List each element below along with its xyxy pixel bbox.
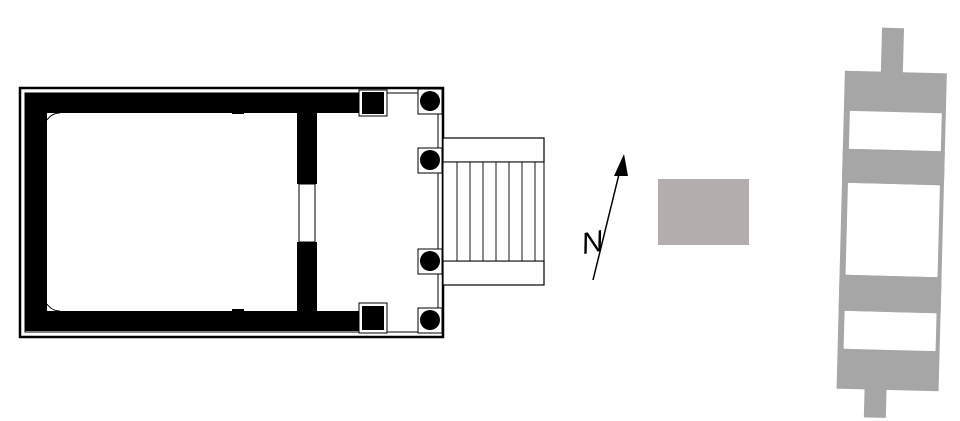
north-arrow-head bbox=[614, 154, 628, 176]
neighbor-block bbox=[658, 179, 749, 245]
wall-notch bbox=[232, 111, 244, 114]
stair-run bbox=[442, 161, 545, 262]
stair-treads bbox=[456, 162, 536, 261]
building-inner-outline bbox=[24, 92, 439, 333]
distant-building-gap bbox=[848, 110, 942, 152]
corner-column bbox=[362, 92, 384, 114]
stair-balustrade-lower bbox=[442, 260, 545, 286]
distant-building-gap bbox=[843, 310, 937, 352]
distant-building-spire-top bbox=[880, 27, 905, 77]
door-opening bbox=[298, 183, 316, 243]
north-arrow-icon: N bbox=[579, 154, 628, 281]
distant-building-spire-bottom bbox=[863, 383, 887, 418]
wall-notch bbox=[232, 309, 244, 312]
porch-column bbox=[420, 251, 440, 271]
entrance-stairs bbox=[442, 137, 545, 286]
stair-balustrade-upper bbox=[442, 137, 545, 163]
distant-building-band bbox=[838, 274, 942, 314]
distant-building-gap bbox=[845, 182, 940, 278]
porch-column bbox=[420, 150, 440, 170]
porch-column bbox=[420, 91, 440, 111]
wall-partition-lower bbox=[297, 242, 317, 314]
corner-column bbox=[362, 306, 384, 330]
main-building bbox=[18, 86, 445, 339]
north-arrow-label: N bbox=[579, 225, 606, 261]
distant-building-band bbox=[841, 148, 945, 186]
wall-partition-upper bbox=[297, 110, 317, 184]
north-arrow-shaft bbox=[592, 157, 624, 281]
wall-top bbox=[25, 93, 385, 113]
building-outline bbox=[18, 86, 445, 339]
wall-left bbox=[25, 93, 47, 331]
room-corner-fillet bbox=[46, 303, 61, 312]
porch-column bbox=[420, 310, 440, 330]
wall-bottom bbox=[25, 311, 385, 331]
distant-building bbox=[836, 27, 947, 418]
porch-columns bbox=[417, 88, 443, 334]
room-corner-fillet bbox=[46, 112, 61, 121]
